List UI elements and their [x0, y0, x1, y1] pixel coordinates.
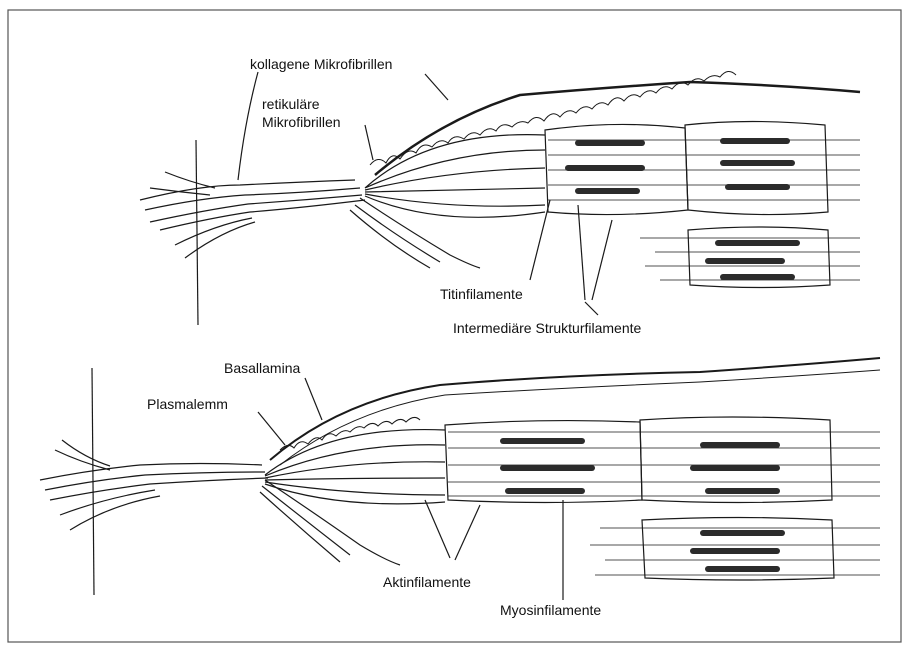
- bottom-panel-drawing: [40, 358, 880, 595]
- label-plasmalemm: Plasmalemm: [147, 396, 228, 412]
- top-sarcomere-2: [685, 122, 828, 215]
- bottom-tendon-lower-branch: [260, 480, 400, 565]
- bottom-cone-fibers: [265, 430, 445, 504]
- bottom-basal-line: [270, 358, 880, 460]
- top-thin-filaments: [548, 140, 860, 280]
- top-myosin-bands: [565, 138, 800, 280]
- bottom-thin-filaments: [448, 432, 880, 575]
- label-retikulaere-line2: Mikrofibrillen: [262, 114, 341, 130]
- label-aktinfilamente: Aktinfilamente: [383, 574, 471, 590]
- label-kollagene-mikrofibrillen: kollagene Mikrofibrillen: [250, 56, 392, 72]
- top-collagen-blobs: [370, 71, 736, 165]
- label-intermediaere-strukturfilamente: Intermediäre Strukturfilamente: [453, 320, 641, 336]
- top-panel-vertical-line: [196, 140, 198, 325]
- top-tendon-fibers: [140, 172, 365, 258]
- bottom-tendon-fibers: [40, 440, 268, 530]
- bottom-myosin-bands: [500, 438, 785, 572]
- label-titinfilamente: Titinfilamente: [440, 286, 523, 302]
- label-basallamina: Basallamina: [224, 360, 300, 376]
- label-retikulaere-line1: retikuläre: [262, 96, 320, 112]
- top-tendon-lower-branch: [350, 198, 480, 268]
- top-cone-fibers: [365, 135, 545, 218]
- label-myosinfilamente: Myosinfilamente: [500, 602, 601, 618]
